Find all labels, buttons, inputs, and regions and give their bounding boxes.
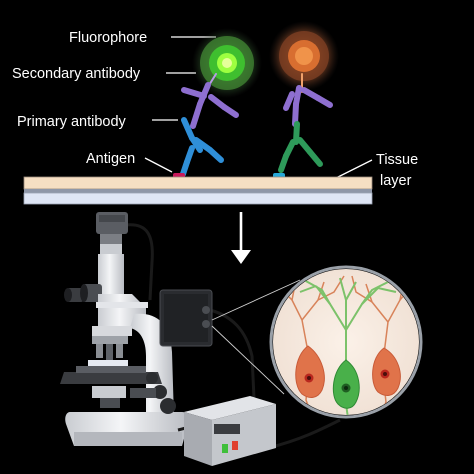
secondary-antibody-left (181, 73, 239, 129)
neuron-zoom-icon (269, 265, 423, 419)
primary-antibody-label: Primary antibody (17, 114, 127, 130)
microscope-icon (60, 212, 189, 446)
secondary-antibody-right (283, 73, 333, 127)
primary-antibody-left (180, 117, 224, 177)
power-supply-icon (159, 289, 341, 466)
green-fluorophore (192, 28, 262, 98)
fluorophore-label: Fluorophore (69, 30, 147, 46)
antigen-label: Antigen (86, 151, 135, 167)
primary-antibody-right (278, 121, 323, 173)
orange-fluorophore (269, 21, 339, 91)
down-arrow-icon (231, 212, 251, 264)
tissue-label: Tissue (376, 152, 418, 168)
zoom-lines (211, 279, 301, 395)
layer-label: layer (380, 173, 412, 189)
secondary-antibody-label: Secondary antibody (12, 66, 141, 82)
tissue-slide (23, 176, 373, 205)
